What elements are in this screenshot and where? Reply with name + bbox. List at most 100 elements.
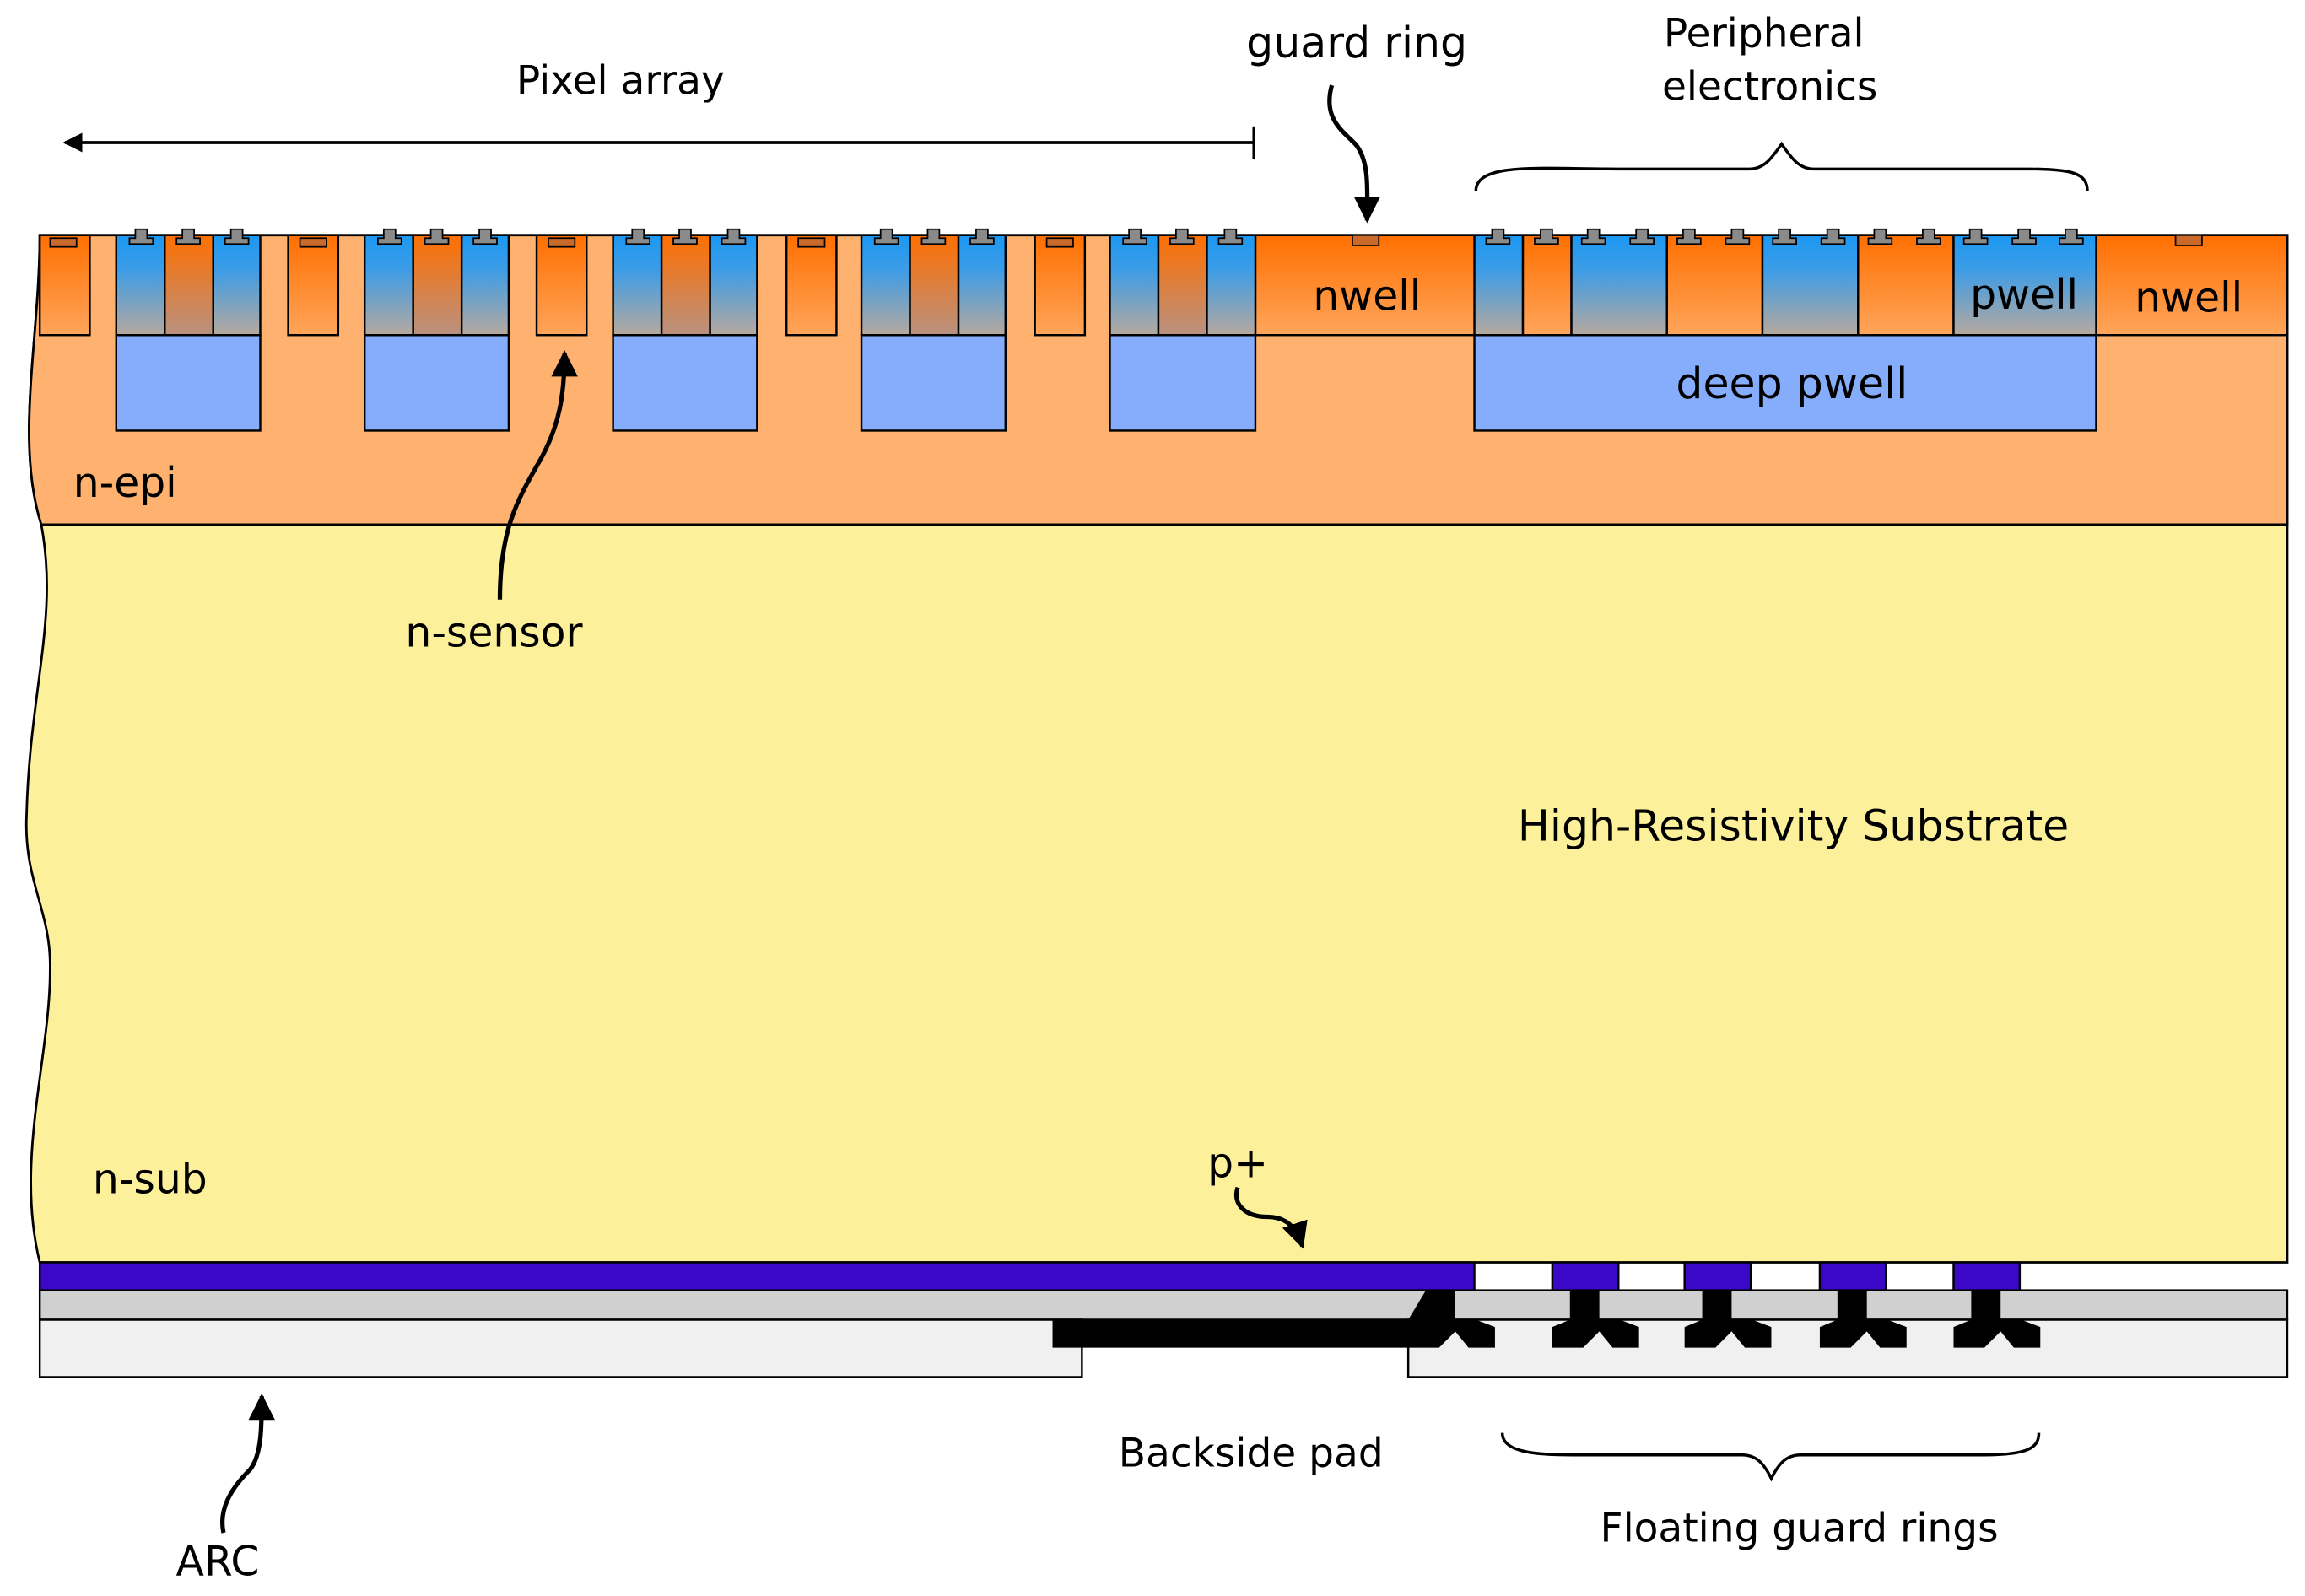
pixel-pwell <box>612 234 663 337</box>
guard-ring-metal <box>1819 1290 1907 1348</box>
pixel-deep-pwell <box>363 333 510 432</box>
gate <box>2011 228 2037 245</box>
nwell-right-label: nwell <box>2135 273 2243 321</box>
arc-label: ARC <box>176 1538 260 1586</box>
floating-guard-ring-implant <box>1551 1261 1620 1291</box>
n-sensor-contact <box>299 237 327 248</box>
gate <box>1820 228 1846 245</box>
n-sensor <box>535 234 588 337</box>
pixel-pwell <box>860 234 911 337</box>
pixel-pwell <box>709 234 758 337</box>
guard-ring-contact <box>1352 234 1380 246</box>
n-sensor-implants <box>38 234 1087 337</box>
pixel-circuits <box>115 234 1257 432</box>
peripheral-electronics-label-line2: electronics <box>1662 63 1877 110</box>
n-sensor-contact <box>49 237 78 248</box>
peripheral-deep-pwell <box>1473 333 2097 432</box>
n-sensor <box>287 234 340 337</box>
n-sensor-contact <box>548 237 576 248</box>
floating-guard-ring-implant <box>1952 1261 2022 1291</box>
gate <box>1725 228 1751 245</box>
peripheral-brace <box>1474 141 2089 191</box>
pixel-nwell <box>660 234 711 337</box>
n-sensor <box>785 234 838 337</box>
gate <box>1217 228 1244 245</box>
gate <box>1122 228 1147 245</box>
gate <box>128 228 154 245</box>
guard-ring-label: guard ring <box>1246 18 1467 67</box>
peripheral-pwell <box>1761 234 1860 337</box>
arc-pointer <box>220 1393 275 1534</box>
pixel-nwell <box>909 234 960 337</box>
peripheral-nwell <box>1665 234 1764 337</box>
p-plus-label: p+ <box>1207 1139 1268 1187</box>
backside-pad-label: Backside pad <box>1119 1431 1384 1477</box>
pixel-pwell <box>363 234 414 337</box>
peripheral-electronics <box>1473 234 2097 432</box>
gate <box>1629 228 1655 245</box>
n-sensor-label: n-sensor <box>405 609 583 657</box>
pixel-pwell <box>460 234 510 337</box>
gate <box>969 228 995 245</box>
pwell-label: pwell <box>1970 271 2078 319</box>
n-sensor <box>1034 234 1087 337</box>
n-sensor <box>38 234 91 337</box>
pixel-nwell <box>164 234 214 337</box>
pixel-array-label: Pixel array <box>516 57 725 104</box>
peripheral-pwell <box>1473 234 1525 337</box>
gate <box>1676 228 1702 245</box>
floating-guard-ring-implant <box>1683 1261 1752 1291</box>
guard-ring-metal <box>1953 1290 2041 1348</box>
gate <box>1580 228 1606 245</box>
guard-ring-pointer <box>1327 84 1381 224</box>
gate <box>424 228 450 245</box>
n-sub-label: n-sub <box>93 1156 208 1204</box>
gate <box>1962 228 1989 245</box>
n-epi-label: n-epi <box>73 459 177 507</box>
gate <box>721 228 747 245</box>
pixel-pwell <box>212 234 262 337</box>
pixel-pwell <box>1109 234 1160 337</box>
gate <box>1534 228 1559 245</box>
pixel-deep-pwell <box>612 333 758 432</box>
pixel-deep-pwell <box>860 333 1007 432</box>
n-sensor-contact <box>1045 237 1074 248</box>
backside-pad-metal <box>1052 1290 1495 1348</box>
pixel-nwell <box>1157 234 1208 337</box>
peripheral-nwell <box>1857 234 1955 337</box>
guard-ring-metal <box>1552 1290 1639 1348</box>
floating-guard-rings-brace <box>1500 1432 2041 1482</box>
peripheral-pwell <box>1570 234 1668 337</box>
pixel-pwell <box>1206 234 1257 337</box>
nwell-guard-ring-label: nwell <box>1313 272 1421 321</box>
nwell-guard-ring-region <box>1254 234 1477 337</box>
nwell-right-contact <box>2174 234 2203 246</box>
pixel-deep-pwell <box>115 333 262 432</box>
gate <box>873 228 899 245</box>
floating-guard-rings-label: Floating guard rings <box>1601 1506 1999 1552</box>
floating-guard-ring-implant <box>1818 1261 1887 1291</box>
gate <box>1916 228 1941 245</box>
gate <box>672 228 698 245</box>
substrate-label: High-Resistivity Substrate <box>1518 801 2069 851</box>
backside-layer-grey <box>38 1289 2289 1321</box>
peripheral-nwell <box>1521 234 1573 337</box>
gate <box>472 228 498 245</box>
pixel-gates <box>128 228 1244 245</box>
gate <box>2059 228 2084 245</box>
gate <box>1867 228 1893 245</box>
n-sensor-contact <box>797 237 826 248</box>
gate <box>1772 228 1797 245</box>
gate <box>920 228 947 245</box>
pixel-pwell <box>957 234 1007 337</box>
gate <box>625 228 651 245</box>
guard-ring-metal <box>1684 1290 1772 1348</box>
pixel-nwell <box>412 234 463 337</box>
pixel-deep-pwell <box>1109 333 1257 432</box>
gate <box>224 228 250 245</box>
deep-pwell-label: deep pwell <box>1676 359 1908 408</box>
p-plus-pointer <box>1233 1186 1308 1249</box>
gate <box>175 228 201 245</box>
n-sensor-pointer <box>497 349 578 600</box>
